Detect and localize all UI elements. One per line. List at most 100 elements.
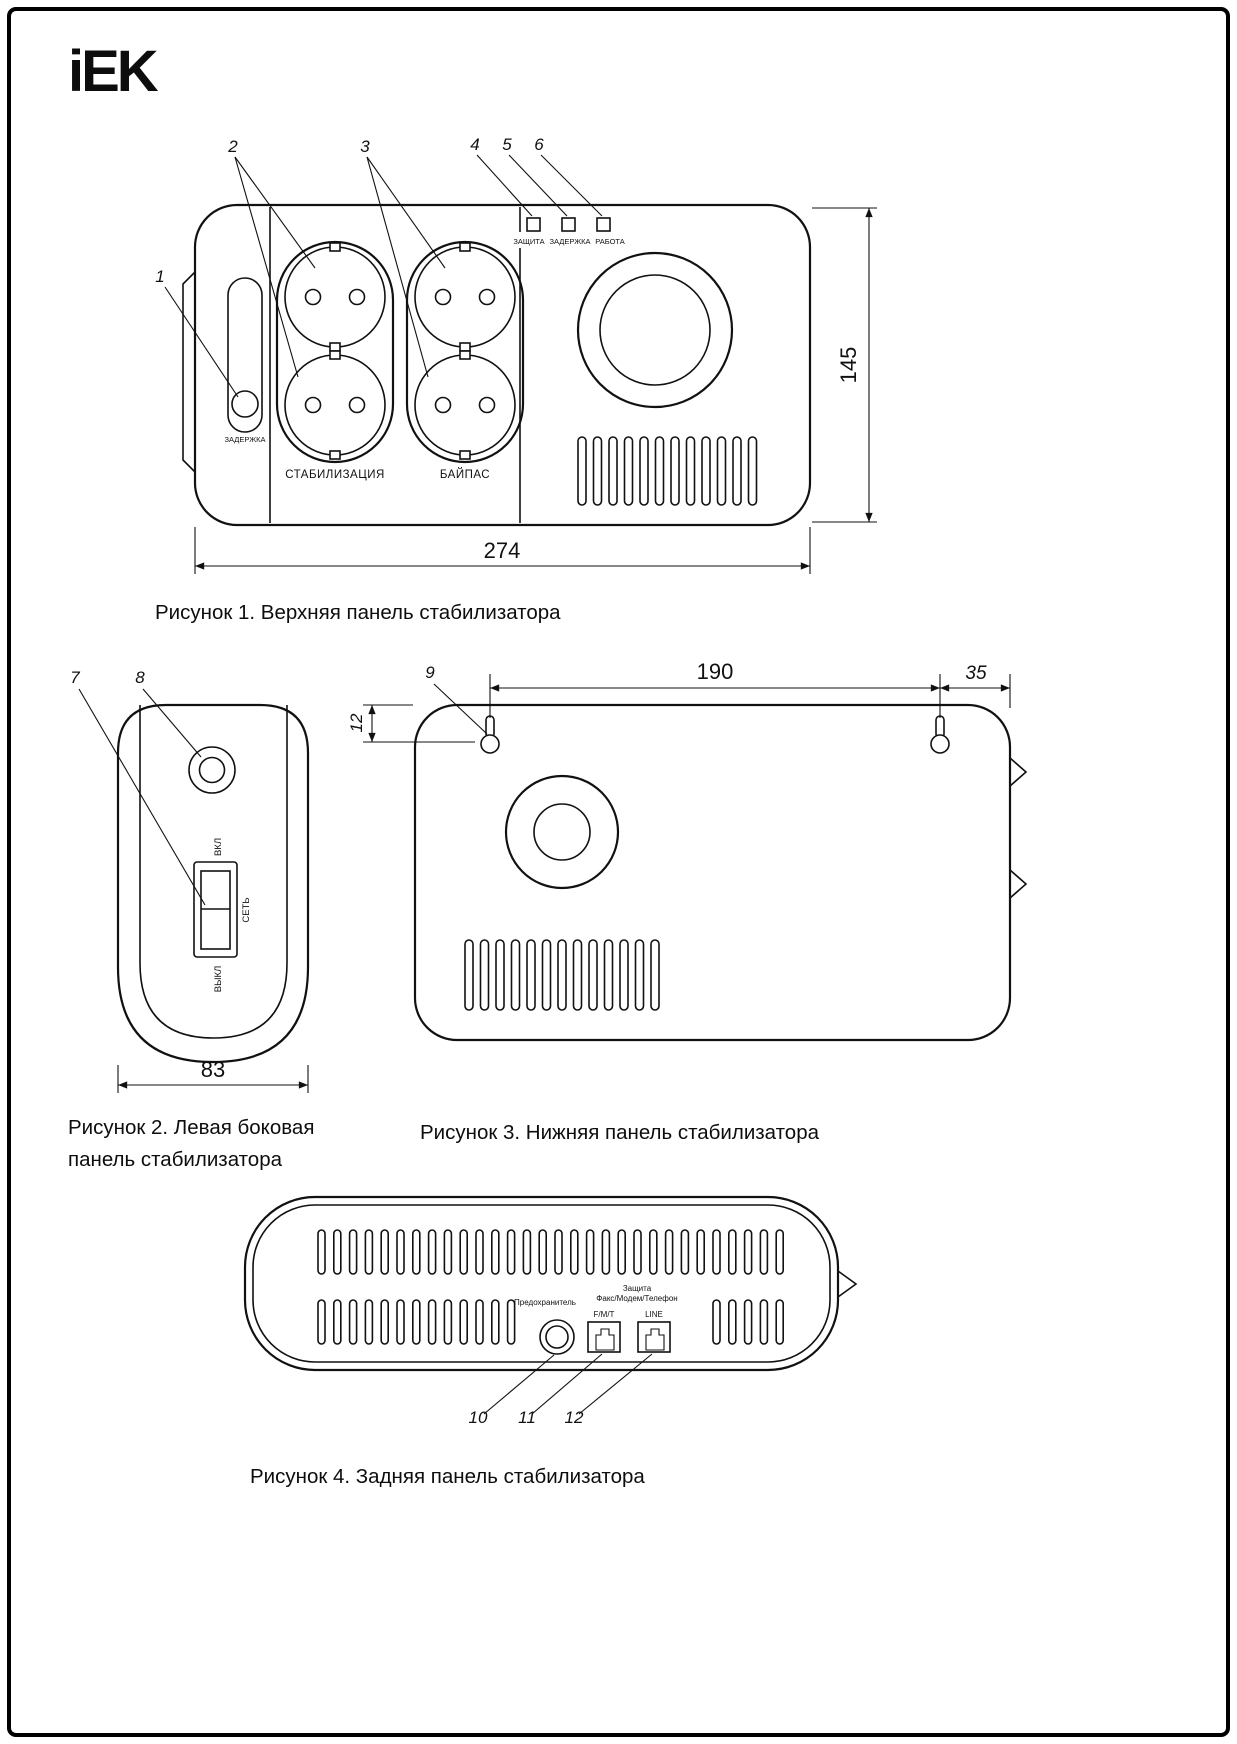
callout-2: 2 [227, 137, 238, 156]
latch-tab [837, 1270, 858, 1298]
callout-9: 9 [425, 663, 435, 682]
callout-6: 6 [534, 135, 544, 154]
socket [284, 354, 386, 456]
fig3-caption: Рисунок 3. Нижняя панель стабилизатора [420, 1121, 819, 1144]
socket-hole [304, 396, 322, 414]
rear-panel-body [243, 1195, 858, 1372]
keyhole-circle [480, 734, 500, 754]
jack-line-label: LINE [645, 1310, 663, 1319]
bypass-label: БАЙПАС [440, 468, 490, 481]
fig2-caption-line2: панель стабилизатора [68, 1147, 283, 1171]
side-panel-body [116, 703, 310, 1064]
stabilization-label: СТАБИЛИЗАЦИЯ [285, 469, 385, 481]
fig4-caption: Рисунок 4. Задняя панель стабилизатора [250, 1465, 645, 1488]
page-frame [7, 7, 1230, 1737]
socket [414, 246, 516, 348]
latch-tab [1009, 869, 1028, 899]
dim-35: 35 [965, 663, 987, 684]
callout-11: 11 [518, 1408, 536, 1427]
device-body [182, 203, 812, 527]
dim-190: 190 [697, 659, 734, 684]
jack-line [637, 1321, 671, 1353]
switch-off-label: ВЫКЛ [213, 966, 224, 993]
fig3-bottom-panel-drawing: 9 190 35 12 [347, 659, 1028, 1042]
jack-fmt [587, 1321, 621, 1353]
callout-8: 8 [135, 668, 145, 687]
fig1-caption: Рисунок 1. Верхняя панель стабилизатора [155, 601, 561, 624]
socket-notch [329, 450, 341, 460]
socket-hole [434, 396, 452, 414]
fig4-rear-panel-drawing: Предохранитель Защита Факс/Модем/Телефон… [243, 1195, 858, 1427]
side-hole-outer [188, 746, 236, 794]
socket-hole [304, 288, 322, 306]
led-protect [526, 217, 541, 232]
socket-group-stabilization: СТАБИЛИЗАЦИЯ [275, 240, 395, 481]
socket-hole [348, 396, 366, 414]
meter-display [576, 251, 734, 409]
fig2-callouts: 7 8 [70, 668, 206, 906]
socket-hole [434, 288, 452, 306]
fig1-top-panel-drawing: ЗАДЕРЖКА СТАБИЛИЗАЦИЯ [155, 135, 877, 574]
callout-5: 5 [502, 135, 512, 154]
delay-button-label: ЗАДЕРЖКА [224, 435, 265, 444]
led-indicators: ЗАЩИТА ЗАДЕРЖКА РАБОТА [506, 217, 625, 248]
callout-1: 1 [155, 267, 164, 286]
vent-slots [577, 436, 758, 506]
callout-4: 4 [470, 135, 479, 154]
fuse-holder [539, 1319, 575, 1355]
callout-12: 12 [565, 1408, 584, 1427]
socket-notch [329, 342, 341, 352]
socket [284, 246, 386, 348]
fuse-label: Предохранитель [514, 1298, 576, 1307]
led-work [596, 217, 611, 232]
fig2-side-panel-drawing: ВКЛ СЕТЬ ВЫКЛ 7 8 83 [70, 668, 310, 1093]
fig4-callouts: 10 11 12 [469, 1353, 653, 1427]
socket-notch [459, 242, 471, 252]
led-protect-label: ЗАЩИТА [513, 237, 544, 246]
vent-slots-bottom-left [317, 1299, 516, 1345]
jack-fmt-label: F/M/T [594, 1310, 615, 1319]
vent-slots-bottom-right [712, 1299, 785, 1345]
fig3-callouts: 9 [425, 663, 488, 735]
keyhole-circle [930, 734, 950, 754]
socket-notch [459, 450, 471, 460]
dim-145: 145 [836, 347, 861, 384]
fig2-caption-line1: Рисунок 2. Левая боковая [68, 1116, 315, 1139]
latch-tab [1009, 757, 1028, 787]
power-switch: ВКЛ СЕТЬ ВЫКЛ [193, 838, 252, 993]
led-delay [561, 217, 576, 232]
dim-83: 83 [201, 1057, 225, 1082]
socket-notch [329, 242, 341, 252]
socket-notch [329, 350, 341, 360]
fig2-caption: Рисунок 2. Левая боковая панель стабилиз… [68, 1112, 314, 1176]
bottom-hole [504, 774, 620, 890]
socket-notch [459, 342, 471, 352]
socket [414, 354, 516, 456]
callout-7: 7 [70, 668, 80, 687]
devices-label: Факс/Модем/Телефон [596, 1294, 677, 1303]
mounting-keyholes [480, 715, 950, 754]
bottom-panel-body [413, 703, 1028, 1042]
callout-3: 3 [360, 137, 370, 156]
socket-notch [459, 350, 471, 360]
callout-10: 10 [469, 1408, 488, 1427]
led-work-label: РАБОТА [595, 237, 625, 246]
fig3-dimension-span: 190 [489, 659, 941, 718]
side-hole-inner [198, 756, 226, 784]
delay-button-area: ЗАДЕРЖКА [224, 277, 266, 444]
vent-slots-top [317, 1229, 785, 1275]
brand-logo: iEK [68, 39, 159, 104]
switch-name-label: СЕТЬ [241, 897, 252, 922]
connector-area: Предохранитель Защита Факс/Модем/Телефон… [514, 1284, 678, 1355]
fig1-dimension-width: 274 [194, 527, 811, 574]
vent-slots [464, 939, 660, 1011]
switch-on-label: ВКЛ [213, 838, 224, 856]
fig1-callouts: 1 2 3 4 5 6 [155, 135, 603, 398]
fig3-dimension-edge: 35 [940, 663, 1011, 708]
dim-12: 12 [347, 713, 366, 732]
fuse-holder-inner [545, 1325, 569, 1349]
socket-hole [478, 288, 496, 306]
socket-hole [348, 288, 366, 306]
fig3-dimension-offset: 12 [347, 704, 475, 743]
